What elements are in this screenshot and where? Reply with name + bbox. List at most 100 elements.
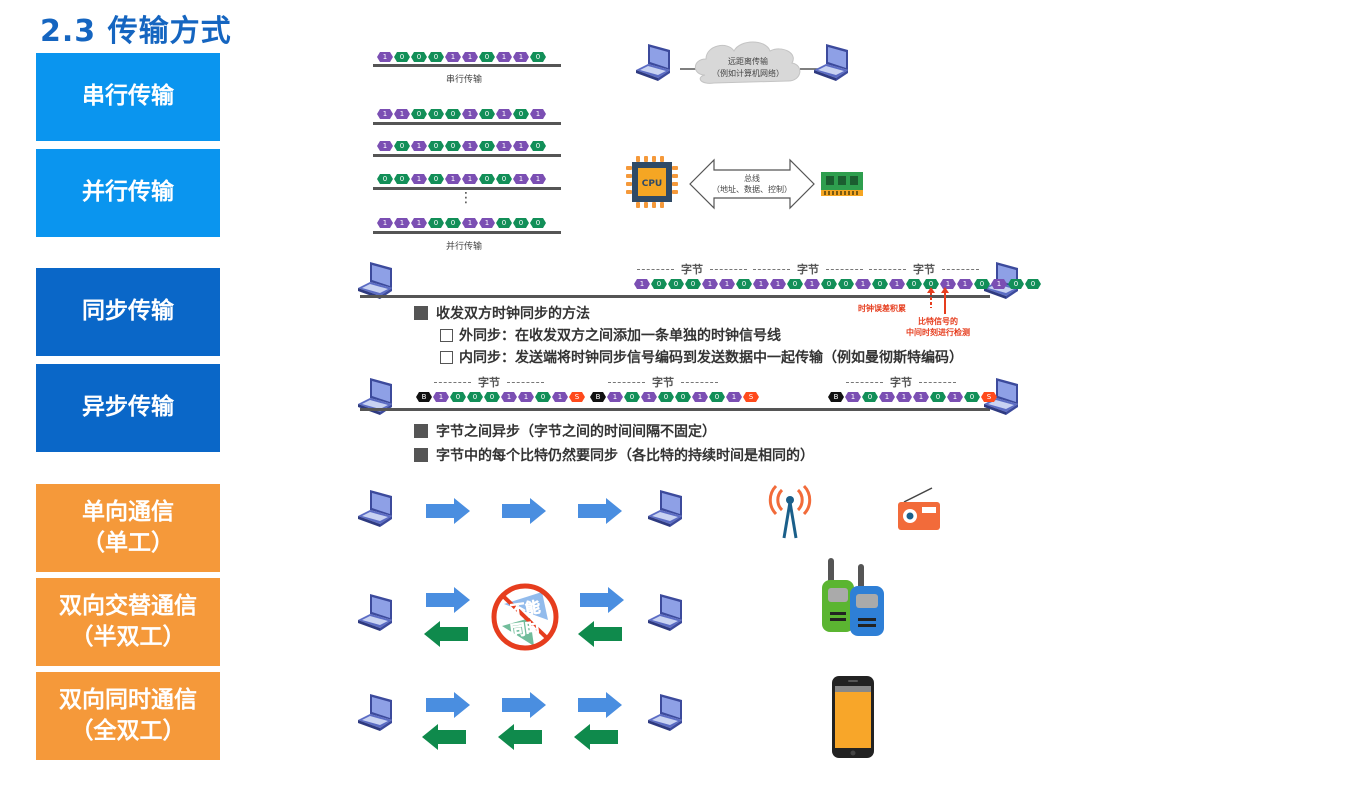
bit-cell: 0 xyxy=(450,392,466,402)
bullet-square-icon xyxy=(414,424,428,438)
async-point-1: 字节之间异步（字节之间的时间间隔不固定） xyxy=(414,421,716,441)
cannot-simultaneous-badge: 不能 同时 xyxy=(491,583,559,651)
bit-cell: 1 xyxy=(462,174,478,184)
red-arrow-dashed xyxy=(927,287,935,308)
bit-cell: 1 xyxy=(513,141,529,151)
cpu-icon: CPU xyxy=(626,156,678,208)
bit-cell: 0 xyxy=(479,109,495,119)
bit-cell: 1 xyxy=(719,279,735,289)
bit-cell: 1 xyxy=(394,109,410,119)
bit-cell: 0 xyxy=(838,279,854,289)
bit-cell: 1 xyxy=(433,392,449,402)
bit-cell: 1 xyxy=(641,392,657,402)
laptop-icon xyxy=(646,486,692,532)
bit-cell: 1 xyxy=(530,174,546,184)
bit-cell: 0 xyxy=(411,109,427,119)
arrow-right-icon xyxy=(578,498,622,524)
stop-bit: S xyxy=(569,392,585,402)
bit-cell: 0 xyxy=(923,279,939,289)
sidebar-item-label: 串行传输 xyxy=(82,83,174,110)
arrow-left-icon xyxy=(424,621,468,647)
bit-cell: 1 xyxy=(753,279,769,289)
bit-cell: 1 xyxy=(496,141,512,151)
async-point-2: 字节中的每个比特仍然要同步（各比特的持续时间是相同的） xyxy=(414,445,814,465)
bit-cell: 0 xyxy=(428,174,444,184)
bit-cell: 1 xyxy=(377,52,393,62)
bit-cell: 0 xyxy=(872,279,888,289)
bit-cell: 0 xyxy=(1025,279,1041,289)
arrow-right-icon xyxy=(502,692,546,718)
bit-cell: 1 xyxy=(411,141,427,151)
red-arrow xyxy=(941,287,949,314)
bit-cell: 0 xyxy=(496,174,512,184)
bit-cell: 0 xyxy=(530,141,546,151)
arrow-left-icon xyxy=(498,724,542,750)
laptop-icon xyxy=(646,690,692,736)
bit-cell: 0 xyxy=(964,392,980,402)
bit-cell: 0 xyxy=(394,174,410,184)
parallel-wire xyxy=(373,187,561,190)
bit-cell: 0 xyxy=(1008,279,1024,289)
bullet-square-icon xyxy=(414,306,428,320)
byte-bracket: 字节 xyxy=(431,374,547,390)
radio-icon xyxy=(898,487,940,530)
sidebar-item-sublabel: （单工） xyxy=(82,530,174,556)
start-bit: B xyxy=(590,392,606,402)
laptop-icon xyxy=(356,374,402,420)
badge-line1: 不能 xyxy=(509,598,541,620)
bit-cell: 1 xyxy=(702,279,718,289)
sidebar-item-label: 并行传输 xyxy=(82,179,174,206)
smartphone-icon xyxy=(832,676,874,758)
checkbox-square-icon xyxy=(440,328,453,342)
sync-heading: 收发双方时钟同步的方法 xyxy=(414,303,590,323)
byte-bracket: 字节 xyxy=(605,374,721,390)
bit-cell: 0 xyxy=(479,174,495,184)
sidebar-item-label: 双向同时通信 xyxy=(59,686,197,713)
bit-cell: 0 xyxy=(428,218,444,228)
sidebar-item-sync[interactable]: 同步传输 xyxy=(36,268,220,356)
bit-cell: 0 xyxy=(445,218,461,228)
bit-cell: 1 xyxy=(411,174,427,184)
sidebar-item-label: 同步传输 xyxy=(82,298,174,325)
bit-cell: 0 xyxy=(787,279,803,289)
bit-cell: 0 xyxy=(535,392,551,402)
bit-cell: 0 xyxy=(377,174,393,184)
byte-bracket: 字节 xyxy=(843,374,959,390)
bit-cell: 1 xyxy=(462,218,478,228)
sidebar-item-label: 双向交替通信 xyxy=(59,592,197,619)
bit-cell: 1 xyxy=(394,218,410,228)
sidebar-item-parallel[interactable]: 并行传输 xyxy=(36,149,220,237)
bit-cell: 1 xyxy=(530,109,546,119)
bit-cell: 0 xyxy=(658,392,674,402)
start-bit: B xyxy=(828,392,844,402)
sidebar-item-half-duplex[interactable]: 双向交替通信（半双工） xyxy=(36,578,220,666)
bit-cell: 0 xyxy=(513,218,529,228)
parallel-wire xyxy=(373,154,561,157)
byte-bracket: 字节 xyxy=(750,261,866,277)
arrow-right-icon xyxy=(426,692,470,718)
bit-cell: 0 xyxy=(394,52,410,62)
bit-cell: 0 xyxy=(445,109,461,119)
walkie-talkie-icon xyxy=(822,558,884,636)
bit-cell: 0 xyxy=(821,279,837,289)
sidebar-item-full-duplex[interactable]: 双向同时通信（全双工） xyxy=(36,672,220,760)
bit-cell: 0 xyxy=(496,218,512,228)
bit-cell: 0 xyxy=(930,392,946,402)
bit-cell: 0 xyxy=(709,392,725,402)
bit-cell: 1 xyxy=(496,52,512,62)
sidebar-item-serial[interactable]: 串行传输 xyxy=(36,53,220,141)
laptop-icon xyxy=(356,590,402,636)
sidebar-item-async[interactable]: 异步传输 xyxy=(36,364,220,452)
page-title: 2.3 传输方式 xyxy=(40,14,232,49)
sidebar-item-simplex[interactable]: 单向通信（单工） xyxy=(36,484,220,572)
bit-cell: 1 xyxy=(518,392,534,402)
parallel-wire xyxy=(373,231,561,234)
bullet-square-icon xyxy=(414,448,428,462)
bus-double-arrow: 总线 （地址、数据、控制） xyxy=(689,158,815,210)
bit-cell: 1 xyxy=(804,279,820,289)
bit-cell: 0 xyxy=(685,279,701,289)
